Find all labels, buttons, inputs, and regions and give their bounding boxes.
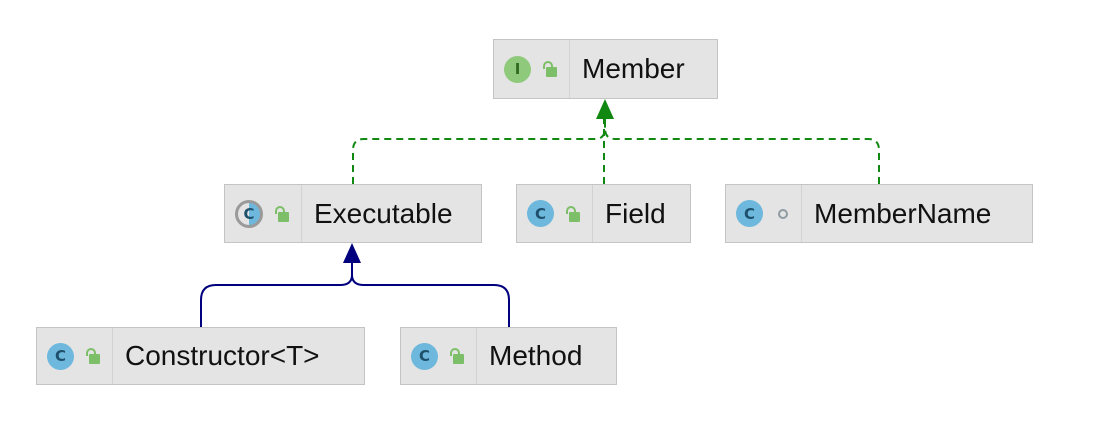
class-icon: C xyxy=(45,340,74,370)
class-icon: C xyxy=(409,340,438,370)
node-constructor[interactable]: C Constructor<T> xyxy=(36,327,365,385)
node-membername[interactable]: C MemberName xyxy=(725,184,1033,243)
public-lock-icon xyxy=(86,348,102,364)
node-executable[interactable]: C Executable xyxy=(224,184,482,243)
node-constructor-label: Constructor<T> xyxy=(125,340,320,371)
extends-edges xyxy=(200,262,510,327)
abstract-class-icon: C xyxy=(235,199,263,228)
public-lock-icon xyxy=(566,205,582,222)
node-method-icons: C xyxy=(401,328,477,384)
node-executable-icons: C xyxy=(225,185,302,242)
extends-arrowhead xyxy=(343,243,361,263)
node-member[interactable]: I Member xyxy=(493,39,718,99)
interface-icon: I xyxy=(504,55,531,83)
class-icon: C xyxy=(525,198,554,227)
edge-executable-member xyxy=(352,118,606,184)
implements-arrowhead xyxy=(596,99,614,119)
class-icon: C xyxy=(734,198,763,227)
node-field-icons: C xyxy=(517,185,593,242)
package-private-icon xyxy=(778,208,788,219)
node-membername-label: MemberName xyxy=(814,197,992,229)
node-field-label: Field xyxy=(605,197,666,229)
edge-membername-member xyxy=(604,118,880,184)
node-method-label: Method xyxy=(489,340,583,371)
node-constructor-icons: C xyxy=(37,328,113,384)
node-field[interactable]: C Field xyxy=(516,184,691,243)
edge-constructor-executable xyxy=(200,262,353,327)
public-lock-icon xyxy=(275,205,291,222)
public-lock-icon xyxy=(450,348,466,364)
node-member-label: Member xyxy=(582,53,685,84)
public-lock-icon xyxy=(543,61,559,77)
node-member-icons: I xyxy=(494,40,570,98)
implements-edges xyxy=(352,118,880,184)
node-method[interactable]: C Method xyxy=(400,327,617,385)
edge-method-executable xyxy=(351,262,510,327)
node-membername-icons: C xyxy=(726,185,802,242)
node-executable-label: Executable xyxy=(314,197,453,229)
